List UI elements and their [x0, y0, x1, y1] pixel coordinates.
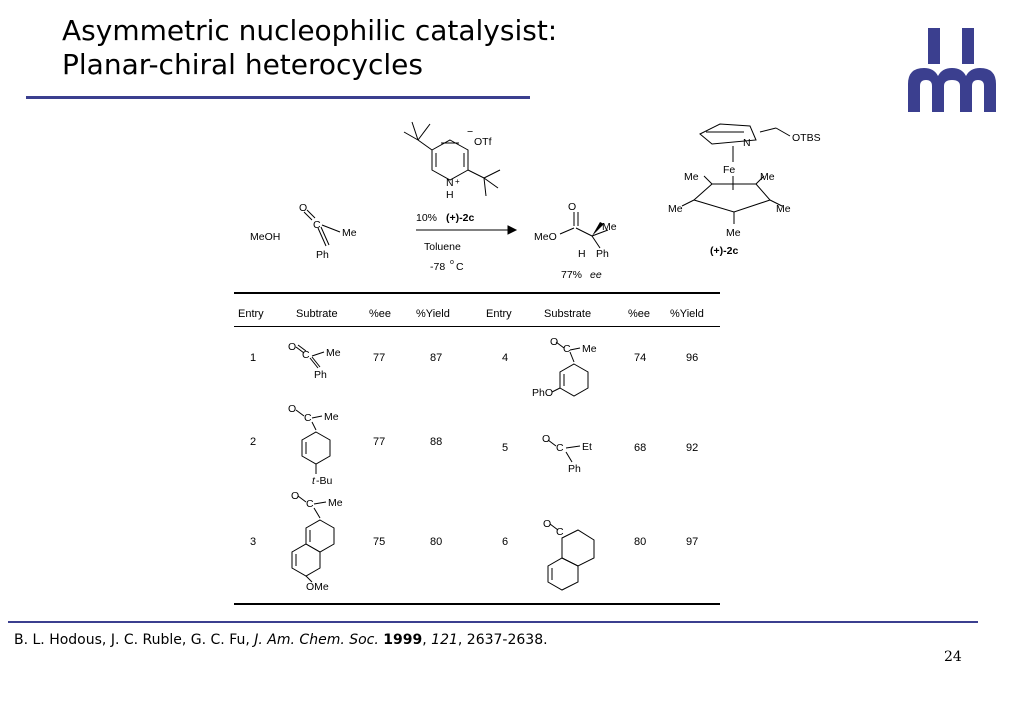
citation-volume: 121 [431, 632, 458, 648]
catalyst-me-5: Me [726, 227, 741, 239]
table-bottom-rule [234, 603, 720, 605]
catalyst-me-3: Me [668, 203, 683, 215]
ketene-ph: Ph [316, 249, 329, 261]
catalyst-me-1: Me [684, 171, 699, 183]
product-ph: Ph [596, 248, 609, 260]
page-number: 24 [944, 649, 962, 665]
sub1-ph: Ph [314, 369, 327, 381]
university-logo-icon [908, 28, 996, 112]
reaction-scheme: MeOH O C Me Ph 10% (+)-2c Toluene -78 o … [250, 121, 821, 281]
sub4-pho: PhO [532, 387, 553, 399]
sub5-et: Et [582, 441, 592, 453]
pyridinium-minus: − [467, 126, 473, 138]
sub2-t: t [312, 475, 316, 487]
header-subtrate: Subtrate [296, 308, 338, 320]
ketene-me: Me [342, 227, 357, 239]
row1-ee: 77 [373, 352, 386, 364]
sub2-o: O [288, 403, 296, 415]
row1-entry-2: 4 [502, 352, 509, 364]
ee-value: 77% [561, 269, 582, 281]
row1-yield: 87 [430, 352, 443, 364]
header-yield: %Yield [416, 308, 450, 320]
catalyst-me-4: Me [776, 203, 791, 215]
row3-yield-2: 97 [686, 536, 699, 548]
methanol-label: MeOH [250, 231, 280, 243]
ketene-o: O [299, 202, 307, 214]
catalyst-loading: 10% [416, 212, 437, 224]
pyridinium-plus: + [455, 177, 460, 186]
sub3-ome: OMe [306, 581, 329, 593]
citation-journal: J. Am. Chem. Soc. [254, 632, 379, 648]
row2-yield-2: 92 [686, 442, 699, 454]
sub6-c: C [556, 526, 564, 538]
header-ee: %ee [369, 308, 392, 320]
title-line-2: Planar-chiral heterocycles [62, 48, 423, 81]
catalyst-name: (+)-2c [446, 212, 474, 224]
row2-ee-2: 68 [634, 442, 647, 454]
sub1-o: O [288, 341, 296, 353]
footer-rule [8, 621, 978, 623]
sub4-me: Me [582, 343, 597, 355]
header-yield-2: %Yield [670, 308, 704, 320]
citation: B. L. Hodous, J. C. Ruble, G. C. Fu, J. … [14, 632, 548, 648]
product-me: Me [602, 221, 617, 233]
row3-entry: 3 [250, 536, 257, 548]
row2-entry: 2 [250, 436, 257, 448]
citation-authors: B. L. Hodous, J. C. Ruble, G. C. Fu, [14, 632, 255, 648]
catalyst-n: N [743, 137, 751, 149]
row3-ee-2: 80 [634, 536, 647, 548]
header-substrate: Substrate [544, 308, 592, 320]
header-ee-2: %ee [628, 308, 651, 320]
sub5-o: O [542, 433, 550, 445]
header-entry-2: Entry [486, 308, 512, 320]
pyridinium-n: N [446, 177, 454, 189]
degree-sign: o [450, 259, 454, 266]
ee-label: ee [590, 269, 602, 281]
solvent: Toluene [424, 241, 461, 253]
header-entry: Entry [238, 308, 264, 320]
substrate-structures: O C Me Ph O C Me t -Bu O C Me OMe O C Me… [288, 336, 597, 593]
table-top-rule [234, 292, 720, 294]
row2-yield: 88 [430, 436, 443, 448]
row3-ee: 75 [373, 536, 386, 548]
sub6-o: O [543, 518, 551, 530]
title-underline [26, 96, 530, 99]
row3-entry-2: 6 [502, 536, 509, 548]
catalyst-otbs: OTBS [792, 132, 821, 144]
product-o: O [568, 201, 576, 213]
ketene-c: C [313, 219, 321, 231]
pyridinium-h: H [446, 189, 454, 201]
sub4-o: O [550, 336, 558, 348]
sub4-c: C [563, 343, 571, 355]
temperature: -78 [430, 261, 445, 273]
table-header-rule [234, 326, 720, 327]
sub1-c: C [302, 349, 310, 361]
row3-yield: 80 [430, 536, 443, 548]
citation-pages: , 2637-2638. [457, 632, 548, 648]
temp-unit: C [456, 261, 464, 273]
sub1-me: Me [326, 347, 341, 359]
sub2-bu: -Bu [316, 475, 333, 487]
product-h: H [578, 248, 586, 260]
catalyst-fe: Fe [723, 164, 735, 176]
sub3-c: C [306, 498, 314, 510]
title-line-1: Asymmetric nucleophilic catalysist: [62, 14, 558, 47]
citation-year: 1999 [383, 632, 423, 648]
row1-entry: 1 [250, 352, 257, 364]
pyridinium-counterion: OTf [474, 136, 492, 148]
row1-ee-2: 74 [634, 352, 647, 364]
sub2-me: Me [324, 411, 339, 423]
product-meo: MeO [534, 231, 557, 243]
row1-yield-2: 96 [686, 352, 699, 364]
slide-title: Asymmetric nucleophilic catalysist: Plan… [62, 14, 557, 82]
row2-ee: 77 [373, 436, 386, 448]
sub3-me: Me [328, 497, 343, 509]
row2-entry-2: 5 [502, 442, 509, 454]
catalyst-me-2: Me [760, 171, 775, 183]
catalyst-label: (+)-2c [710, 245, 738, 257]
sub3-o: O [291, 490, 299, 502]
sub2-c: C [304, 412, 312, 424]
sub5-c: C [556, 442, 564, 454]
sub5-ph: Ph [568, 463, 581, 475]
